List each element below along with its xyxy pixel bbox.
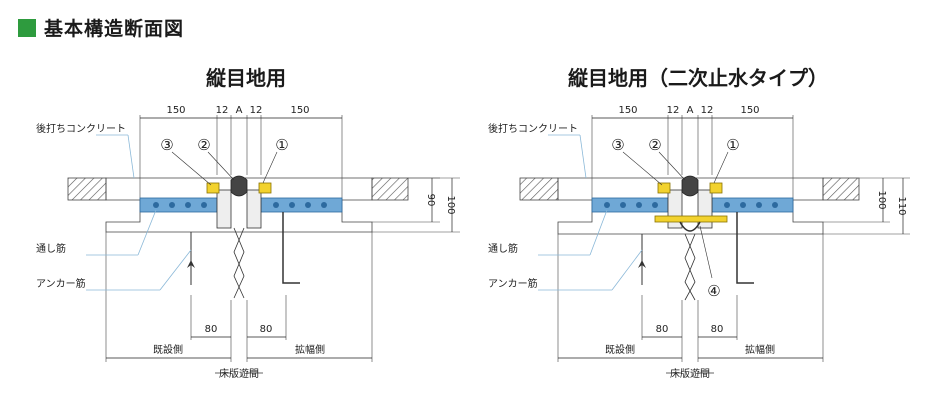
section-header: 基本構造断面図 [18, 14, 184, 41]
dim-right-90: 90 [425, 194, 436, 207]
label-concrete: 後打ちコンクリート [36, 122, 126, 135]
label-through-bar: 通し筋 [488, 242, 518, 255]
marker-3: ③ [160, 136, 173, 154]
dim-right-100: 100 [876, 190, 887, 209]
secondary-seal-trough [679, 221, 701, 232]
right-diagram: 150 12 A 12 150 100 110 80 80 後打ちコンクリート … [488, 105, 910, 380]
marker-3: ③ [611, 136, 624, 154]
dim-top-150-right: 150 [290, 105, 309, 116]
dim-top-12-left: 12 [667, 105, 680, 116]
dim-top-a: A [236, 105, 243, 116]
label-slab-gap: 床版遊間 [670, 367, 710, 380]
dim-right-110: 110 [896, 196, 907, 215]
dim-top-12-left: 12 [216, 105, 229, 116]
marker-1: ① [726, 136, 739, 154]
right-joint-plate [246, 189, 262, 229]
left-bolt [206, 182, 220, 194]
dim-right-100: 100 [445, 195, 456, 214]
left-panel-title: 縦目地用 [206, 66, 286, 90]
left-diagram: 150 12 A 12 150 90 100 80 80 後打ちコンクリート 通… [36, 105, 460, 380]
dim-bottom-80-left: 80 [205, 324, 218, 335]
dim-top-12-right: 12 [701, 105, 714, 116]
dim-bottom-80-left: 80 [656, 324, 669, 335]
label-anchor-bar: アンカー筋 [36, 277, 86, 290]
label-extension-side: 拡幅側 [745, 343, 775, 356]
left-joint-plate [216, 189, 232, 229]
right-hatch-slab [371, 177, 409, 201]
section-marker-square [18, 18, 36, 37]
dim-top-a: A [687, 105, 694, 116]
dim-top-150-left: 150 [618, 105, 637, 116]
section-title: 基本構造断面図 [44, 18, 185, 40]
label-slab-gap: 床版遊間 [219, 367, 259, 380]
right-bolt [709, 182, 723, 194]
marker-1: ① [275, 136, 288, 154]
label-existing-side: 既設側 [153, 343, 183, 356]
marker-2: ② [197, 136, 210, 154]
dim-top-12-right: 12 [250, 105, 263, 116]
marker-2: ② [648, 136, 661, 154]
dim-top-150-left: 150 [166, 105, 185, 116]
rubber-seal [230, 175, 248, 197]
dim-bottom-80-right: 80 [711, 324, 724, 335]
label-existing-side: 既設側 [605, 343, 635, 356]
dim-bottom-80-right: 80 [260, 324, 273, 335]
right-hatch-slab [822, 177, 860, 201]
marker-4: ④ [707, 282, 720, 300]
left-hatch-slab [67, 177, 107, 201]
right-bolt [258, 182, 272, 194]
right-panel-title: 縦目地用（二次止水タイプ） [568, 66, 828, 90]
secondary-seal-bar [654, 215, 728, 223]
label-through-bar: 通し筋 [36, 242, 66, 255]
dim-top-150-right: 150 [740, 105, 759, 116]
rubber-seal [681, 175, 699, 197]
left-hatch-slab [519, 177, 559, 201]
label-anchor-bar: アンカー筋 [488, 277, 538, 290]
left-bolt [657, 182, 671, 194]
label-extension-side: 拡幅側 [295, 343, 325, 356]
label-concrete: 後打ちコンクリート [488, 122, 578, 135]
